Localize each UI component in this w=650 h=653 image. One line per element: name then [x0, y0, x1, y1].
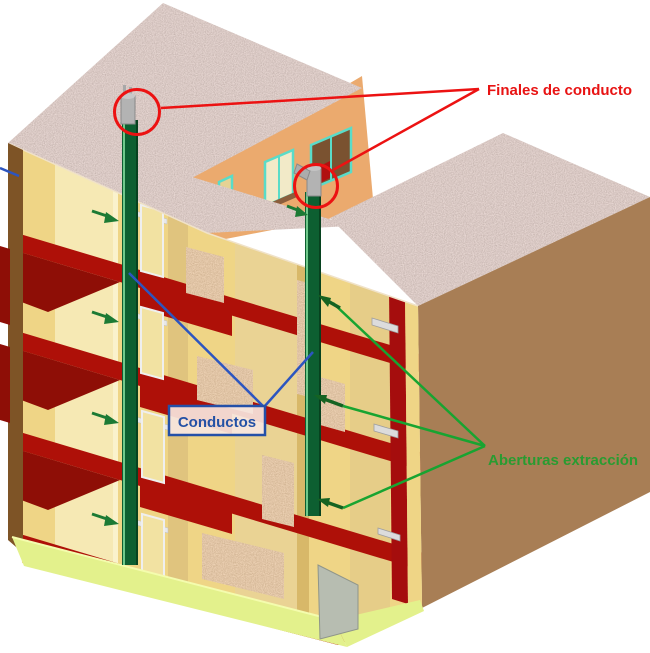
red-circle-duct-cap-2: [293, 163, 339, 209]
front-building-roof: [8, 3, 362, 233]
extraction-arrow-icon: [91, 310, 119, 324]
annotation-aberturas: Aberturas extracción: [314, 295, 638, 510]
roof-fascia-edge: [9, 143, 419, 307]
cut-plane-red-strip: [389, 287, 408, 604]
side-cut-red-1: [0, 246, 10, 325]
ground-slab: [11, 536, 424, 647]
label-ducts: Conductos: [178, 414, 256, 431]
annotation-finales: Finales de conducto: [113, 82, 632, 209]
grey-panel: [317, 564, 359, 640]
annotation-conductos: Conductos: [0, 166, 314, 437]
conductos-label-box: [167, 404, 267, 437]
extraction-fittings: [371, 317, 401, 542]
duct-1: [120, 85, 138, 565]
label-extraction-openings: Aberturas extracción: [488, 452, 638, 469]
duct-1-cap: [120, 85, 136, 125]
side-cut-sliver: [8, 143, 23, 553]
wall-strip-highlight: [113, 150, 118, 630]
red-circle-duct-cap-1: [113, 88, 161, 136]
floor-slab-1: [10, 228, 422, 375]
duct-2: [293, 163, 322, 516]
extraction-arrow-icon: [91, 512, 119, 526]
extraction-arrow-icon: [286, 204, 308, 217]
front-building-cutaway: [0, 143, 422, 645]
extraction-arrow-icon: [91, 209, 119, 223]
label-duct-tops: Finales de conducto: [487, 82, 632, 99]
interior-doors: [130, 203, 169, 588]
right-building-wall: [418, 197, 650, 608]
extraction-arrow-icon: [91, 411, 119, 425]
side-cut-red-2: [0, 344, 10, 423]
right-building-roof: [330, 133, 650, 306]
floor-slab-3: [10, 426, 422, 573]
right-building: [330, 133, 650, 608]
blue-edge-tick: [0, 166, 20, 178]
